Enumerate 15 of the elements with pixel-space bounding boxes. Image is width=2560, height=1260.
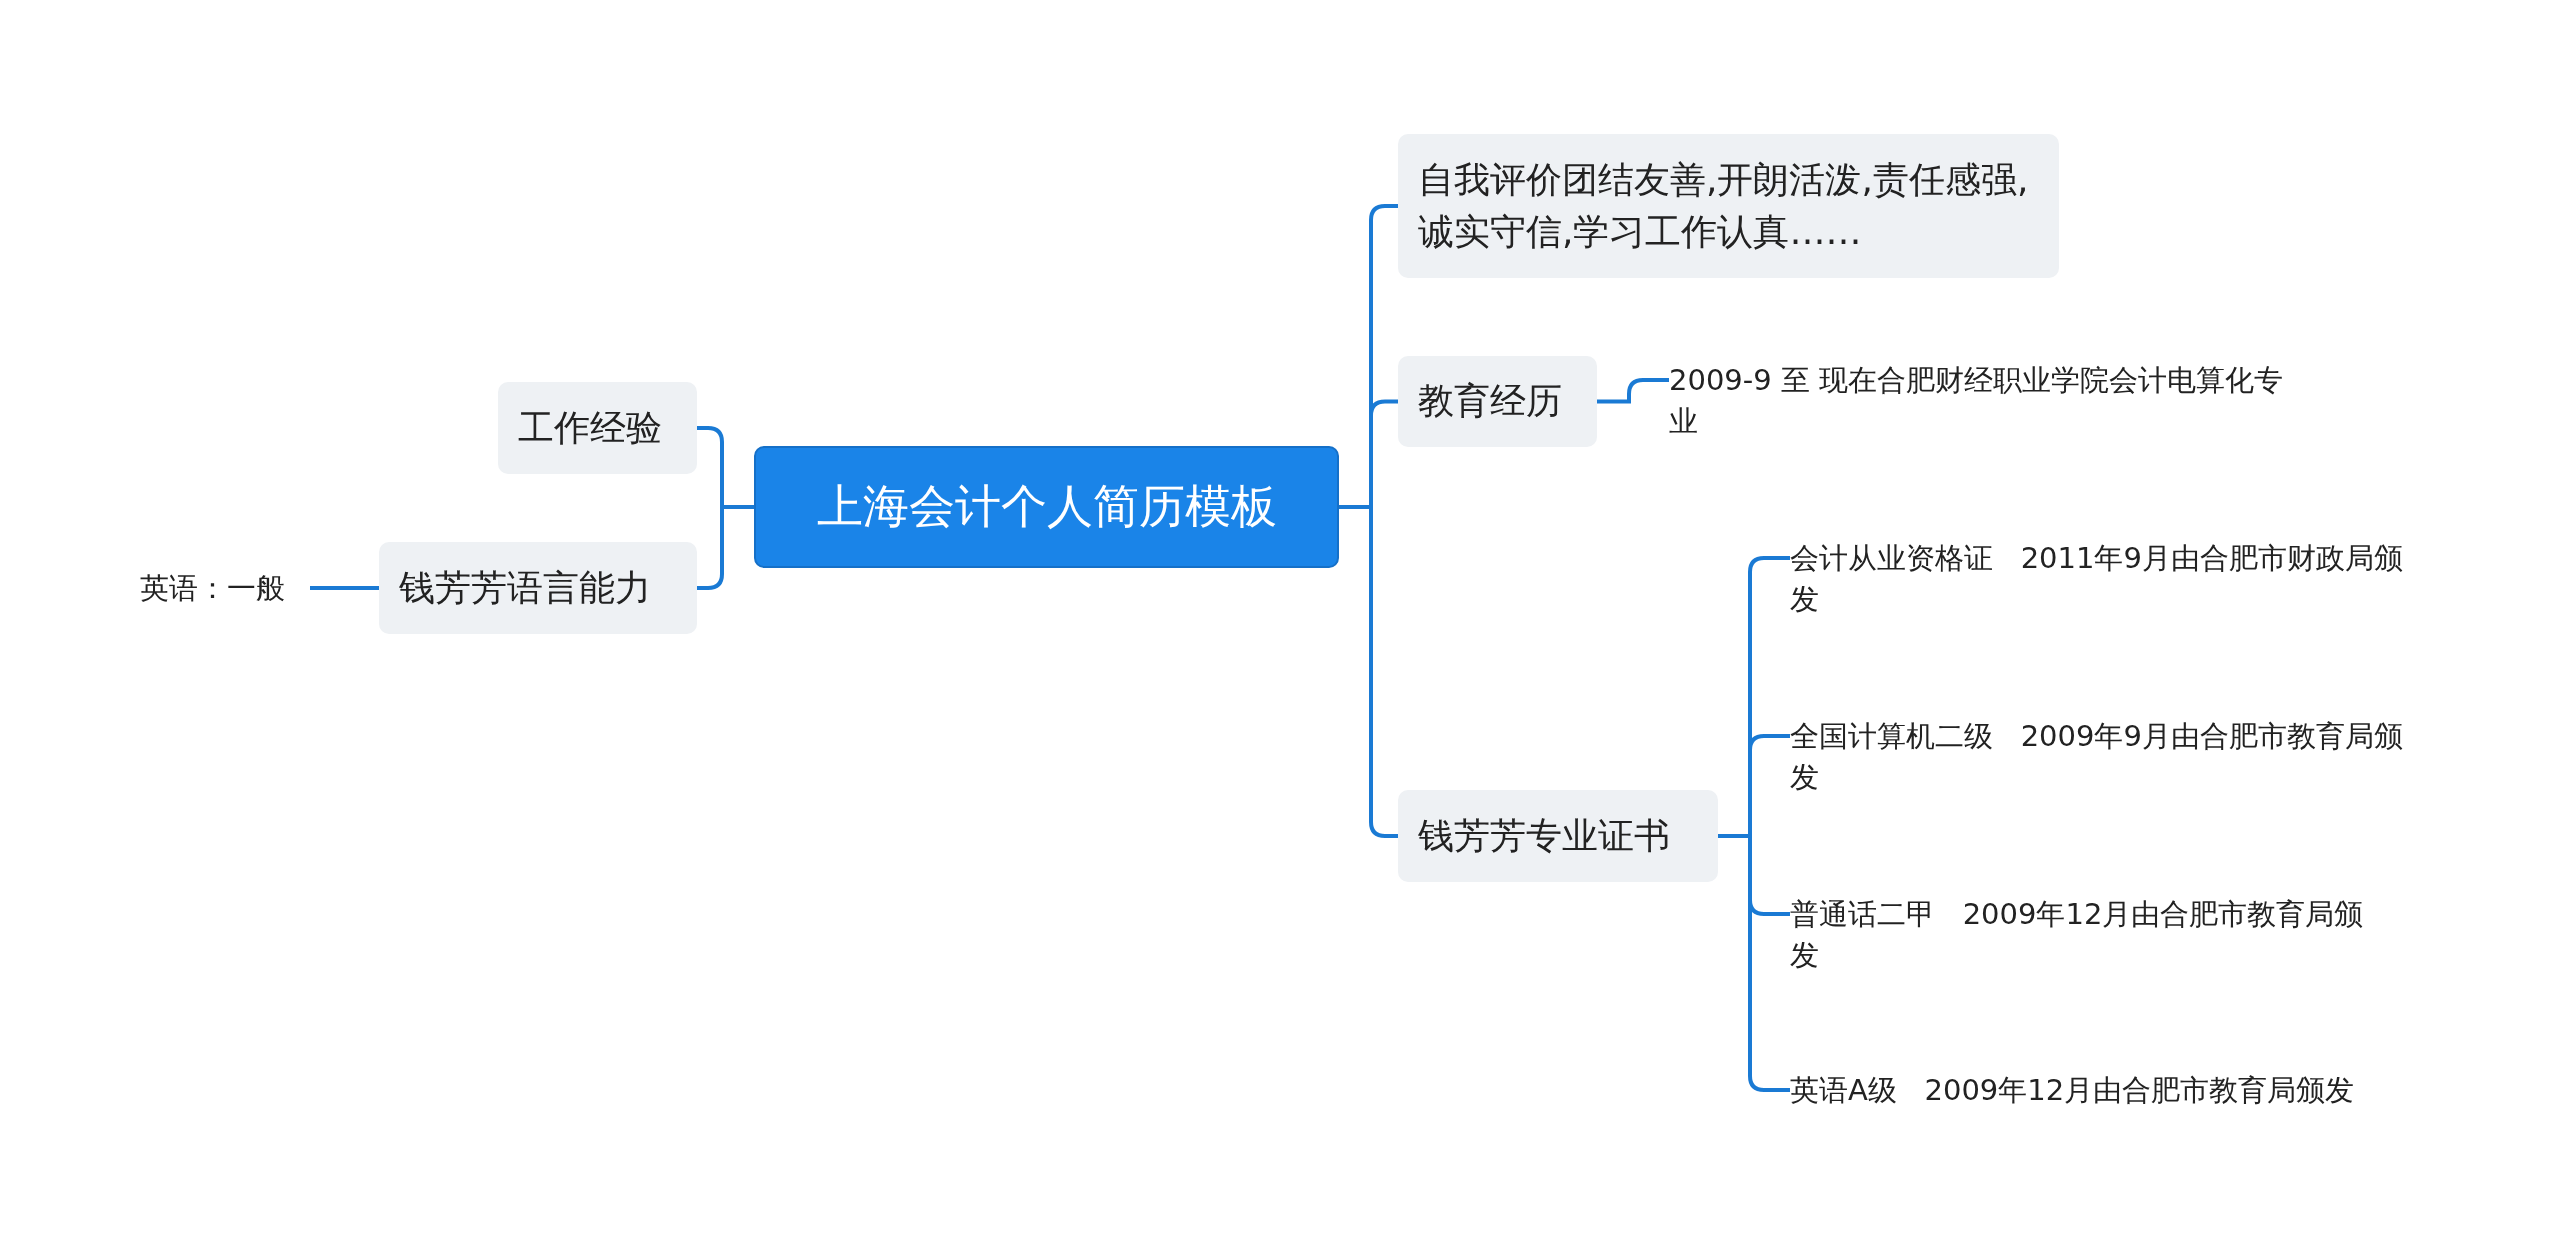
topic-box: 钱芳芳专业证书 — [1398, 790, 1718, 882]
leaf-text: 英语A级 2009年12月由合肥市教育局颁发 — [1790, 1066, 2430, 1114]
topic-box: 工作经验 — [498, 382, 697, 474]
title-box: 上海会计个人简历模板 — [754, 446, 1339, 568]
topic-box: 钱芳芳语言能力 — [379, 542, 697, 634]
leaf-text: 英语：一般 — [140, 566, 310, 610]
connector-line — [310, 586, 379, 590]
leaf-text: 会计从业资格证 2011年9月由合肥市财政局颁发 — [1790, 536, 2410, 622]
leaf-text: 2009-9 至 现在合肥财经职业学院会计电算化专业 — [1669, 358, 2309, 444]
leaf-text: 全国计算机二级 2009年9月由合肥市教育局颁发 — [1790, 714, 2410, 800]
connector-line — [1597, 378, 1669, 404]
topic-box: 教育经历 — [1398, 356, 1597, 447]
connector-line — [1339, 505, 1398, 838]
topic-box: 自我评价团结友善,开朗活泼,责任感强,诚实守信,学习工作认真…… — [1398, 134, 2059, 278]
leaf-text: 普通话二甲 2009年12月由合肥市教育局颁发 — [1790, 892, 2380, 978]
